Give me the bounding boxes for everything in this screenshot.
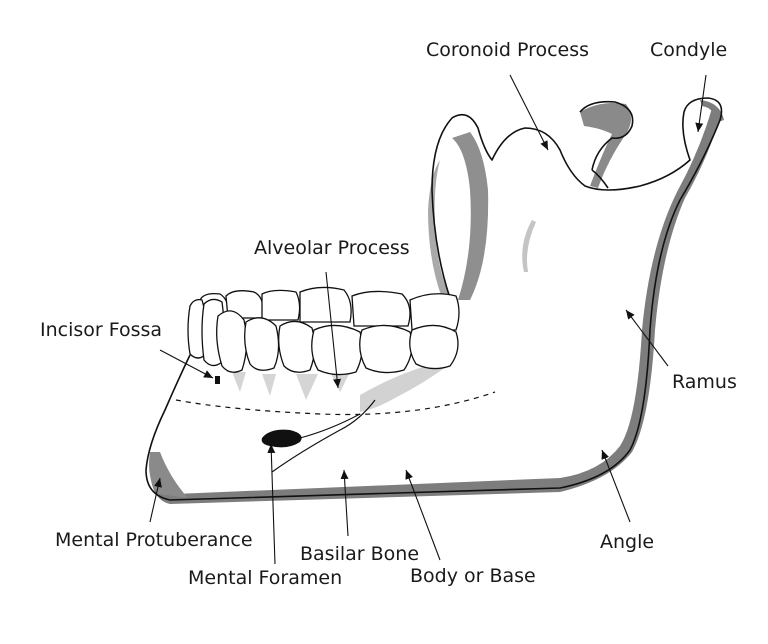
arrow-ramus bbox=[625, 309, 669, 367]
label-condyle: Condyle bbox=[650, 39, 727, 61]
oblique-line-2 bbox=[299, 413, 361, 439]
mental-foramen-hole bbox=[261, 429, 302, 448]
condyle-tip-shadow bbox=[700, 100, 724, 122]
incisor-fossa-mark bbox=[215, 376, 220, 384]
tooth-back-4 bbox=[299, 286, 352, 323]
tooth-molar-3 bbox=[409, 324, 459, 370]
tooth-back-5 bbox=[351, 290, 411, 327]
tooth-premolar-1 bbox=[244, 317, 280, 371]
label-mental-foramen: Mental Foramen bbox=[188, 567, 342, 589]
condyle-head bbox=[579, 100, 634, 171]
alveolar-shadow bbox=[360, 360, 455, 412]
mylohyoid-line bbox=[175, 391, 496, 416]
teeth bbox=[187, 286, 460, 376]
tooth-molar-2 bbox=[359, 324, 413, 374]
arrow-alveolar bbox=[325, 271, 342, 389]
arrow-condyle bbox=[695, 74, 707, 133]
root-shade-3 bbox=[296, 374, 318, 400]
oblique-line bbox=[271, 399, 376, 473]
arrow-mental-protuberance bbox=[149, 477, 162, 523]
labels: Coronoid Process Condyle Alveolar Proces… bbox=[40, 39, 737, 589]
label-ramus: Ramus bbox=[672, 371, 737, 393]
label-mental-protuberance: Mental Protuberance bbox=[55, 529, 253, 551]
tooth-premolar-2 bbox=[278, 320, 316, 373]
condyle-shadow bbox=[580, 103, 631, 188]
arrow-body-or-base bbox=[405, 469, 441, 561]
leader-arrows bbox=[149, 74, 707, 565]
tooth-canine bbox=[216, 310, 248, 373]
ramus-highlight bbox=[522, 220, 536, 272]
arrow-incisor-fossa bbox=[159, 349, 214, 379]
root-shade-1 bbox=[232, 372, 246, 392]
label-incisor-fossa: Incisor Fossa bbox=[40, 319, 162, 341]
root-shade-2 bbox=[262, 374, 276, 396]
arrow-angle bbox=[601, 449, 631, 523]
tooth-molar-1 bbox=[311, 324, 363, 376]
label-body-or-base: Body or Base bbox=[410, 565, 536, 587]
arrow-mental-foramen bbox=[267, 443, 276, 565]
tooth-back-6 bbox=[409, 293, 460, 331]
sigmoid-inner bbox=[591, 169, 609, 189]
coronoid-shadow bbox=[452, 132, 489, 300]
label-coronoid-process: Coronoid Process bbox=[426, 39, 589, 61]
label-alveolar-process: Alveolar Process bbox=[254, 237, 410, 259]
tooth-back-3 bbox=[261, 289, 301, 321]
mandible-outline bbox=[145, 97, 723, 501]
arrow-coronoid bbox=[509, 74, 549, 151]
label-basilar-bone: Basilar Bone bbox=[300, 543, 419, 565]
label-angle: Angle bbox=[600, 531, 654, 553]
bone-shadows bbox=[149, 100, 724, 504]
arrow-basilar-bone bbox=[340, 469, 349, 537]
coronoid-front-shadow bbox=[428, 160, 452, 298]
